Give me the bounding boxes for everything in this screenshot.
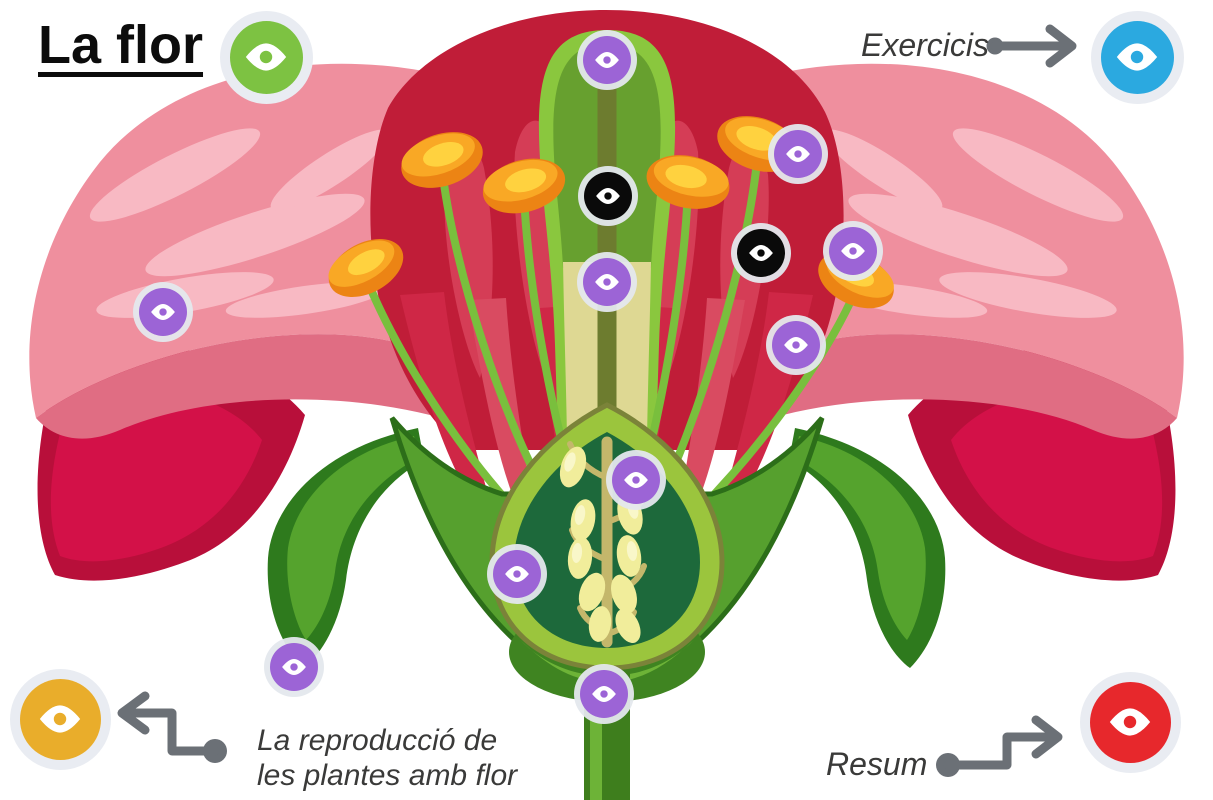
exercicis-eye-button[interactable] (1100, 20, 1174, 94)
eye-icon (151, 303, 175, 321)
eye-icon (282, 658, 306, 676)
page-title: La flor (38, 15, 204, 75)
label-resum: Resum (826, 746, 928, 782)
eye-icon (1116, 43, 1158, 71)
eye-icon (39, 705, 81, 733)
eye-icon (245, 43, 287, 71)
eye-icon (749, 244, 773, 262)
label-exercicis: Exercicis (861, 27, 990, 63)
eye-marker-style-mid[interactable] (583, 258, 631, 306)
eye-icon (595, 51, 619, 69)
reproduccio-eye-button[interactable] (19, 678, 101, 760)
eye-icon (505, 565, 529, 583)
eye-marker-filament-lower-right[interactable] (772, 321, 820, 369)
eye-marker-anther-right[interactable] (829, 227, 877, 275)
eye-icon (592, 685, 616, 703)
eye-icon (624, 471, 648, 489)
eye-marker-ovule-area[interactable] (612, 456, 660, 504)
topic-la-flor-eye-button[interactable] (229, 20, 303, 94)
arrow-connectors (117, 24, 1077, 777)
eye-marker-stem-top[interactable] (580, 670, 628, 718)
eye-marker-petal-left[interactable] (139, 288, 187, 336)
eye-marker-style-upper[interactable] (584, 172, 632, 220)
eye-icon (841, 242, 865, 260)
eye-icon (595, 273, 619, 291)
eye-marker-ovary-wall[interactable] (493, 550, 541, 598)
eye-marker-sepal-left[interactable] (270, 643, 318, 691)
eye-icon (786, 145, 810, 163)
eye-icon (596, 187, 620, 205)
eye-icon (784, 336, 808, 354)
eye-marker-stigma-top[interactable] (583, 36, 631, 84)
eye-marker-filament-right[interactable] (737, 229, 785, 277)
eye-marker-anther-upper-right[interactable] (774, 130, 822, 178)
label-reproduccio: La reproducció de les plantes amb flor (257, 724, 518, 792)
eye-icon (1109, 708, 1151, 736)
resum-eye-button[interactable] (1089, 681, 1171, 763)
